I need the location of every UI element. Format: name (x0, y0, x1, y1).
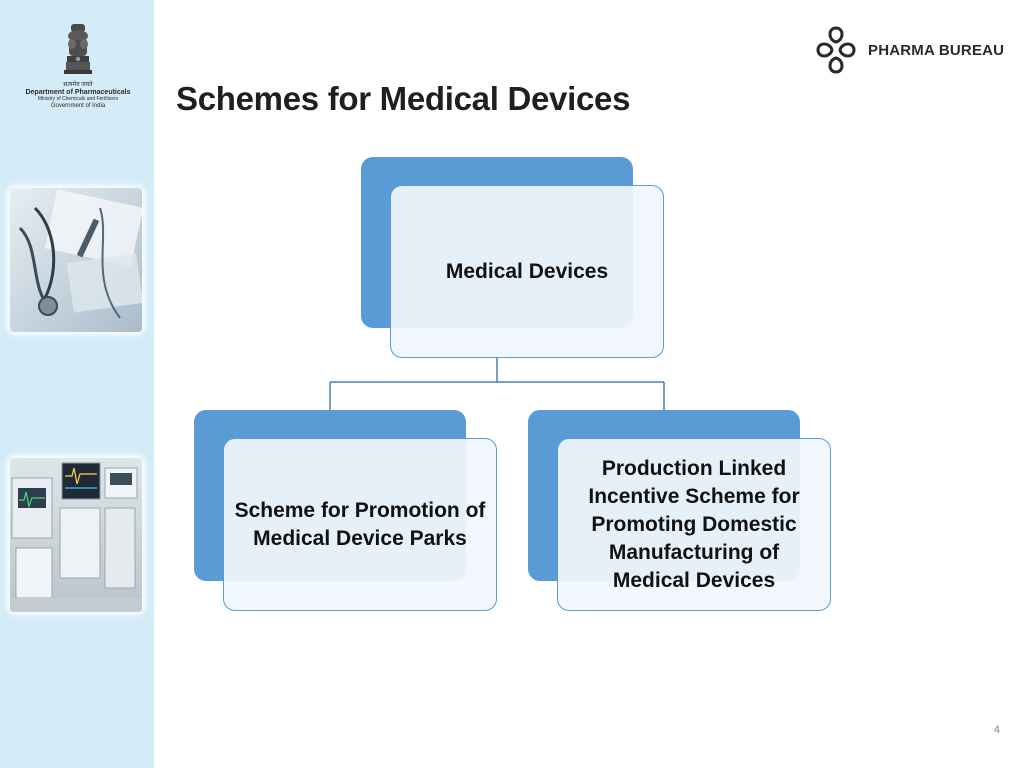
brand-name: PHARMA BUREAU (868, 41, 1005, 59)
government-emblem-block: सत्यमेव जयते Department of Pharmaceutica… (22, 20, 134, 130)
child-node-1-label: Scheme for Promotion of Medical Device P… (234, 498, 486, 550)
ministry-name: Ministry of Chemicals and Fertilizers (37, 95, 119, 102)
government-name: Government of India (50, 102, 106, 109)
medical-monitors-photo (10, 458, 142, 612)
emblem-hindi-motto: सत्यमेव जयते (63, 82, 93, 88)
national-emblem-icon (64, 24, 92, 74)
child-node-2: Production Linked Incentive Scheme for P… (557, 438, 831, 611)
pharma-bureau-logo-icon (816, 26, 856, 74)
sidebar: सत्यमेव जयते Department of Pharmaceutica… (0, 0, 154, 768)
pharma-bureau-brand: PHARMA BUREAU (812, 24, 1004, 76)
slide-number: 4 (993, 724, 1000, 736)
page-title: Schemes for Medical Devices (176, 80, 631, 117)
child-node-2-label: Production Linked Incentive Scheme for P… (588, 456, 800, 592)
stethoscope-photo (10, 188, 142, 332)
department-name: Department of Pharmaceuticals (25, 88, 131, 96)
root-node-label: Medical Devices (445, 259, 609, 283)
child-node-1: Scheme for Promotion of Medical Device P… (223, 438, 497, 611)
root-node: Medical Devices (390, 185, 664, 358)
